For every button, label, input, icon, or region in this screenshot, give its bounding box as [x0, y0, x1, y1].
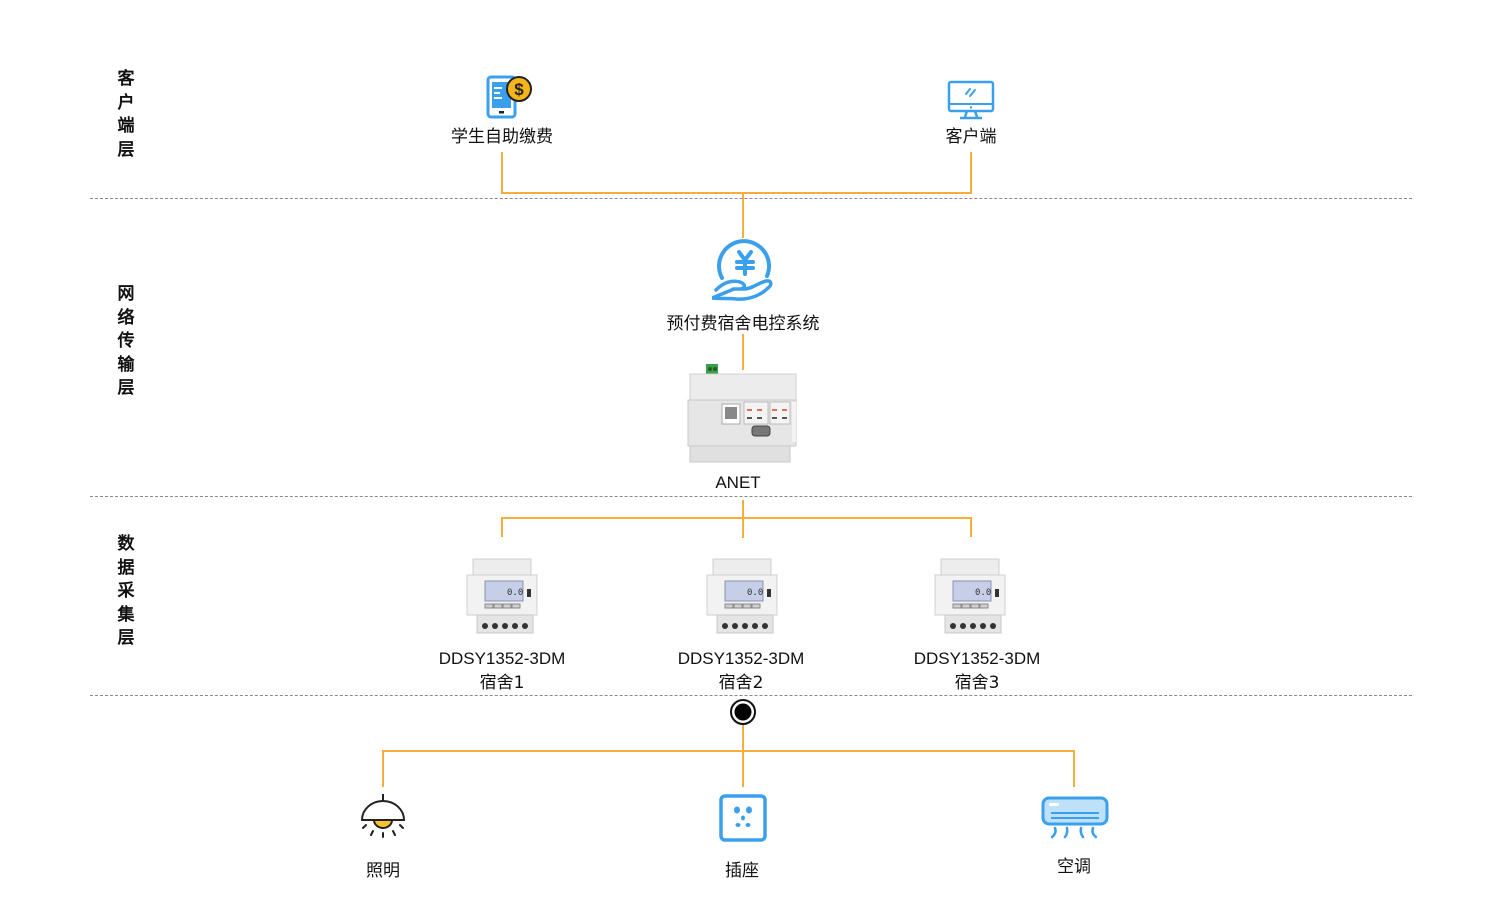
load-label-socket: 插座 [725, 861, 759, 881]
layer-separator [90, 198, 1412, 199]
yuan-hand-icon [712, 239, 773, 301]
client-terminal-label: 客户端 [945, 127, 997, 147]
layer-char: 数 [117, 534, 135, 554]
connector-line [1073, 750, 1075, 787]
layer-char: 客 [117, 69, 135, 89]
energy-meter-image: 0.0 [934, 558, 1006, 634]
layer-label-network: 网 络 传 输 层 [116, 283, 136, 401]
connector-line [501, 517, 972, 519]
meter-model-label: DDSY1352-3DM [913, 649, 1041, 668]
connector-line [501, 192, 972, 194]
prepaid-system-label: 预付费宿舍电控系统 [666, 314, 820, 334]
layer-char: 集 [117, 604, 135, 625]
ceiling-lamp-icon [360, 794, 406, 838]
power-socket-icon [719, 794, 767, 842]
layer-separator [90, 496, 1412, 497]
student-payment-label: 学生自助缴费 [451, 127, 553, 147]
connector-line [742, 192, 744, 238]
connector-line [382, 750, 1075, 752]
connector-line [501, 152, 503, 194]
energy-meter-image: 0.0 [706, 558, 778, 634]
svg-text:0.0: 0.0 [747, 588, 763, 598]
load-label-ac: 空调 [1057, 857, 1091, 877]
layer-char: 端 [117, 116, 135, 136]
connector-line [382, 750, 384, 787]
junction-node-icon [730, 699, 756, 725]
connector-line [501, 517, 503, 537]
desktop-monitor-icon [947, 80, 995, 120]
gateway-label: ANET [715, 473, 761, 492]
energy-meter-image: 0.0 [466, 558, 538, 634]
layer-char: 输 [117, 354, 135, 375]
layer-char: 据 [117, 557, 135, 578]
meter-room-label: 宿舍1 [479, 673, 525, 693]
connector-line [742, 724, 744, 787]
svg-text:0.0: 0.0 [975, 588, 991, 598]
layer-char: 传 [117, 331, 135, 351]
svg-text:0.0: 0.0 [507, 588, 523, 598]
connector-line [970, 517, 972, 537]
svg-text:$: $ [514, 80, 524, 99]
layer-char: 层 [117, 139, 135, 160]
layer-char: 采 [117, 581, 135, 601]
connector-line [742, 334, 744, 370]
gateway-device-image [687, 364, 797, 463]
meter-room-label: 宿舍2 [718, 673, 764, 693]
mobile-payment-icon: $ [486, 75, 532, 119]
layer-label-data: 数 据 采 集 层 [116, 533, 136, 651]
layer-label-client: 客 户 端 层 [116, 68, 136, 162]
layer-char: 网 [117, 284, 135, 304]
load-label-lighting: 照明 [366, 861, 400, 881]
meter-model-label: DDSY1352-3DM [438, 649, 566, 668]
layer-separator [90, 695, 1412, 696]
layer-char: 络 [117, 307, 135, 328]
layer-char: 层 [117, 378, 135, 398]
connector-line [970, 152, 972, 194]
layer-char: 户 [117, 92, 135, 113]
layer-char: 层 [117, 628, 135, 648]
air-conditioner-icon [1041, 796, 1109, 839]
meter-room-label: 宿舍3 [954, 673, 1000, 693]
meter-model-label: DDSY1352-3DM [677, 649, 805, 668]
connector-line [742, 500, 744, 538]
